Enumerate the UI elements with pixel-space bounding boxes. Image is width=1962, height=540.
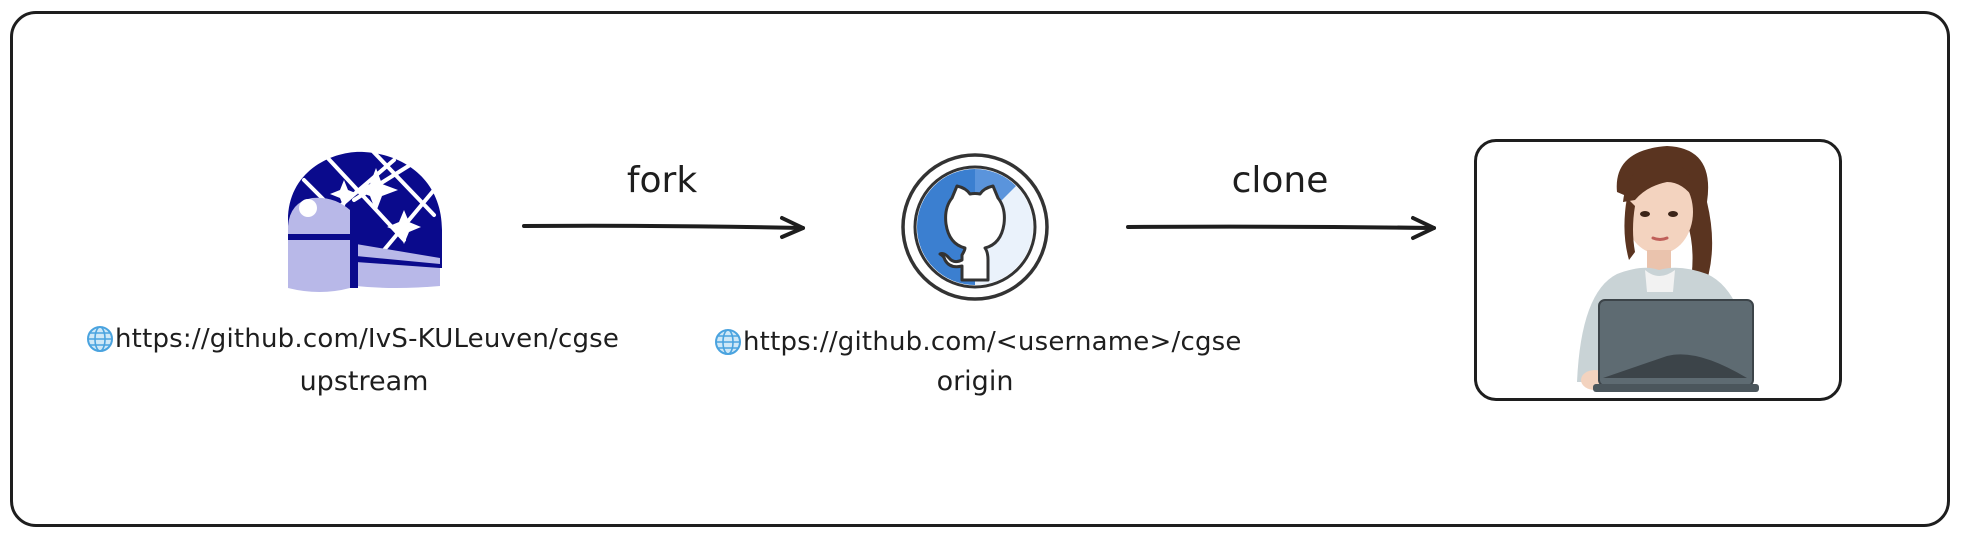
origin-url-row[interactable]: https://github.com/<username>/cgse xyxy=(714,327,1242,357)
upstream-role-label: upstream xyxy=(299,366,429,397)
origin-url-link[interactable]: https://github.com/<username>/cgse xyxy=(743,327,1242,357)
fork-label: fork xyxy=(626,160,698,201)
upstream-url-row[interactable]: https://github.com/IvS-KULeuven/cgse xyxy=(86,324,619,354)
diagram-frame xyxy=(10,11,1950,527)
origin-role-label: origin xyxy=(936,366,1014,397)
clone-arrow xyxy=(1126,224,1436,230)
developer-with-laptop-illustration xyxy=(1577,146,1759,392)
observatory-icon xyxy=(288,140,442,292)
fork-arrowhead xyxy=(780,216,805,239)
clone-arrowhead xyxy=(1411,216,1436,240)
local-clone-box xyxy=(1474,139,1842,401)
clone-label: clone xyxy=(1231,160,1329,201)
globe-icon xyxy=(87,326,113,352)
github-octocat-icon xyxy=(901,153,1049,301)
globe-icon xyxy=(715,329,741,355)
upstream-url-link[interactable]: https://github.com/IvS-KULeuven/cgse xyxy=(115,324,620,354)
fork-arrow xyxy=(522,223,805,230)
